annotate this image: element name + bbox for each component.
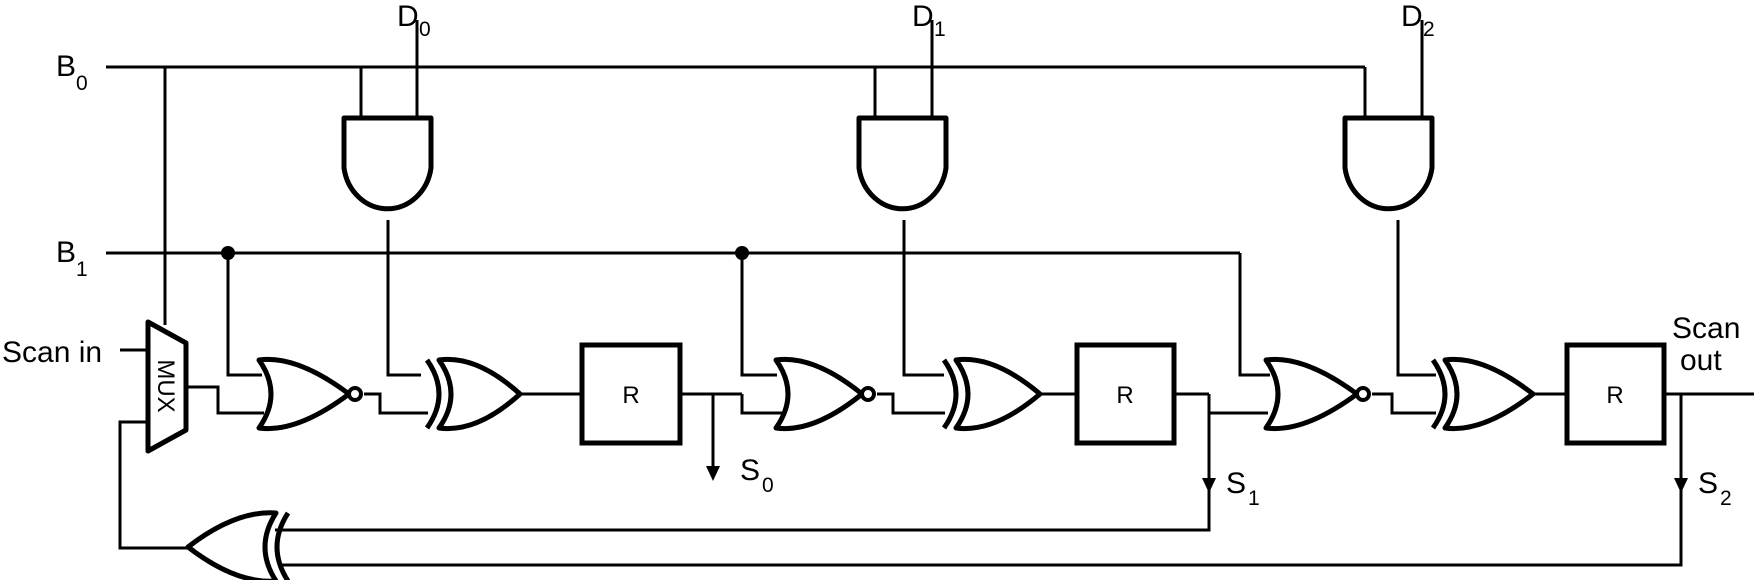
label-scan-in: Scan in [2,336,102,369]
svg-text:out: out [1680,344,1722,377]
svg-text:0: 0 [419,18,431,41]
label-b1: B 1 [56,236,88,281]
svg-text:1: 1 [1248,487,1260,510]
label-d1: D 1 [912,0,946,41]
svg-text:1: 1 [934,18,946,41]
stage-3-wires [1238,20,1754,493]
svg-text:S: S [1226,467,1246,500]
svg-text:S: S [740,454,760,487]
svg-text:D: D [1401,0,1423,33]
xnor-gate-3 [1263,356,1371,432]
svg-text:B: B [56,50,76,83]
svg-text:1: 1 [76,258,88,281]
svg-text:B: B [56,236,76,269]
register-1: R [579,342,683,446]
and-gate-3 [1342,115,1435,212]
svg-text:Scan: Scan [1672,312,1740,345]
register-2: R [1074,342,1177,446]
xor-gate-3 [1430,356,1536,432]
svg-text:S: S [1698,467,1718,500]
mux-label: MUX [152,359,179,412]
xnor-gate-1 [256,356,363,432]
label-scan-out: Scan out [1672,312,1740,377]
register-label: R [1116,382,1133,409]
s2-arrow [1674,478,1688,493]
register-3: R [1564,342,1667,446]
xnor-gate-2 [773,356,876,432]
feedback-wires [118,348,1683,567]
svg-text:D: D [397,0,419,33]
svg-text:2: 2 [1720,487,1732,510]
label-d2: D 2 [1401,0,1435,41]
svg-text:D: D [912,0,934,33]
s0-arrow [706,466,720,481]
mux: MUX [145,319,189,454]
register-label: R [622,382,639,409]
svg-text:0: 0 [762,474,774,497]
label-d0: D 0 [397,0,431,41]
label-s1: S 1 [1226,467,1260,510]
feedback-xor-gate [185,510,291,580]
xor-gate-1 [424,356,523,432]
svg-text:0: 0 [76,72,88,95]
svg-text:Scan in: Scan in [2,336,102,369]
stage-1-wires [163,20,742,470]
s1-arrow [1202,478,1216,493]
and-gate-2 [856,115,949,212]
xor-gate-2 [941,356,1043,432]
register-label: R [1606,382,1623,409]
and-gate-1 [341,115,434,212]
label-s0: S 0 [740,454,774,497]
svg-text:2: 2 [1423,18,1435,41]
label-b0: B 0 [56,50,88,95]
label-s2: S 2 [1698,467,1732,510]
